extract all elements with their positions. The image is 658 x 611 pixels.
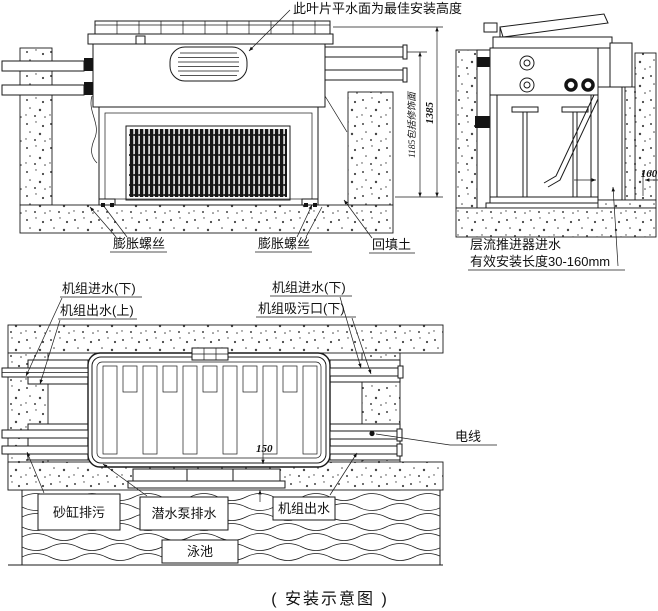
side-view: 160 层流推进器进水 有效安装长度30-160mm bbox=[455, 13, 658, 271]
plan-unit bbox=[87, 347, 331, 468]
plan-view: 机组进水(下) 机组出水(上) 机组进水(下) 机组吸污口(下) 电线 150 … bbox=[1, 280, 497, 566]
side-base bbox=[485, 202, 603, 209]
box-pump-drain bbox=[139, 496, 229, 531]
foot-left bbox=[98, 198, 116, 206]
wire-dot bbox=[369, 430, 375, 437]
label-expansion-screw-right: 膨胀螺丝 bbox=[258, 236, 310, 251]
plan-callouts: 机组进水(下) 机组出水(上) 机组进水(下) 机组吸污口(下) 电线 150 … bbox=[25, 280, 497, 564]
lower-housing-inner bbox=[104, 112, 313, 200]
pipe-right-lower-cap bbox=[402, 67, 408, 83]
side-anchor-lower bbox=[475, 116, 491, 128]
side-right-footing bbox=[597, 199, 657, 209]
front-pipes bbox=[1, 44, 408, 96]
front-dimensions: 1185包括修饰面 1385 bbox=[333, 26, 443, 198]
label-pump-drain: 潜水泵排水 bbox=[151, 506, 216, 521]
inlet-niche bbox=[609, 42, 633, 88]
plan-pipe-right-bot bbox=[329, 445, 398, 455]
label-unit-inlet-right: 机组进水(下) bbox=[272, 280, 346, 295]
side-lid bbox=[499, 13, 609, 38]
pipe-right-upper-cap bbox=[402, 44, 408, 60]
label-expansion-screw-left: 膨胀螺丝 bbox=[113, 236, 165, 251]
side-right-wall-inner bbox=[624, 86, 636, 201]
side-anchor-upper bbox=[477, 57, 490, 67]
inlet-channel bbox=[597, 86, 623, 201]
label-unit-suction-right: 机组吸污口(下) bbox=[258, 301, 345, 316]
flange-lower bbox=[84, 82, 93, 95]
plan-pipe-right-top-cap bbox=[397, 365, 404, 379]
dim-text-150: 150 bbox=[256, 443, 273, 455]
pipe-right-lower bbox=[324, 69, 404, 81]
plan-pipe-left-bot bbox=[1, 445, 89, 455]
lid-latch bbox=[135, 35, 146, 45]
lid-band bbox=[87, 33, 334, 45]
grille-frame bbox=[125, 125, 291, 201]
side-ports bbox=[519, 55, 595, 93]
plan-unit-baffles bbox=[102, 365, 318, 455]
label-backfill: 回填土 bbox=[372, 237, 411, 252]
louver-slats bbox=[178, 52, 239, 76]
pipe-right-upper bbox=[324, 46, 404, 58]
side-left-gap bbox=[476, 49, 491, 209]
louver-vent bbox=[169, 46, 248, 82]
front-floor-slab bbox=[19, 204, 394, 234]
pipe-left-lower bbox=[1, 84, 85, 96]
flange-upper bbox=[84, 58, 93, 71]
label-pool: 泳池 bbox=[187, 544, 213, 559]
front-callouts: 此叶片平水面为最佳安装高度 膨胀螺丝 膨胀螺丝 回填土 bbox=[89, 1, 462, 254]
plan-pipes bbox=[1, 365, 404, 457]
cable bbox=[90, 95, 98, 164]
plan-pipe-right-mid-cap bbox=[396, 428, 403, 442]
plan-pipe-left-mid bbox=[1, 429, 89, 439]
knob-right bbox=[581, 78, 595, 92]
dim-text-160: 160 bbox=[641, 168, 658, 180]
label-unit-outlet-left: 机组出水(上) bbox=[60, 303, 134, 318]
front-view: 1185包括修饰面 1385 此叶片平水面为最佳安装高度 膨胀螺丝 膨胀螺丝 回… bbox=[1, 1, 462, 254]
label-thruster-inlet: 层流推进器进水 bbox=[470, 237, 561, 252]
front-unit bbox=[84, 20, 348, 207]
label-unit-inlet-left: 机组进水(下) bbox=[62, 281, 136, 296]
side-callouts: 层流推进器进水 有效安装长度30-160mm bbox=[468, 186, 625, 271]
pipe-left-upper bbox=[1, 60, 85, 72]
label-unit-outlet-bottom: 机组出水 bbox=[278, 501, 330, 516]
front-right-wall bbox=[347, 91, 394, 206]
plan-pipe-right-top bbox=[329, 367, 399, 377]
note-blade-level: 此叶片平水面为最佳安装高度 bbox=[293, 1, 462, 16]
plan-pump-base bbox=[127, 468, 286, 489]
dim-text-1185: 1185包括修饰面 bbox=[406, 91, 418, 158]
side-left-wall bbox=[455, 49, 478, 209]
box-sand-filter-drain bbox=[37, 493, 121, 531]
label-effective-length: 有效安装长度30-160mm bbox=[470, 254, 610, 269]
dim-text-1385: 1385 bbox=[424, 102, 436, 125]
side-dimensions: 160 bbox=[574, 168, 658, 196]
box-unit-outlet bbox=[272, 496, 336, 521]
knob-left bbox=[564, 78, 578, 92]
plan-pipe-right-mid bbox=[329, 430, 398, 440]
side-lid-band bbox=[492, 36, 613, 49]
blade-strip bbox=[94, 20, 331, 35]
label-sand-filter-drain: 砂缸排污 bbox=[53, 505, 105, 520]
front-left-wall bbox=[19, 47, 53, 206]
side-lid-nub bbox=[483, 22, 498, 33]
plan-pipe-right-bot-cap bbox=[396, 443, 403, 457]
side-floor-slab bbox=[455, 207, 657, 238]
diagram-caption: ( 安装示意图 ) bbox=[271, 589, 389, 608]
box-pool bbox=[161, 539, 239, 564]
grille-panel bbox=[129, 129, 287, 197]
brace-right bbox=[324, 95, 348, 133]
label-wire: 电线 bbox=[455, 429, 481, 444]
blade-strip-ticks bbox=[116, 21, 316, 34]
